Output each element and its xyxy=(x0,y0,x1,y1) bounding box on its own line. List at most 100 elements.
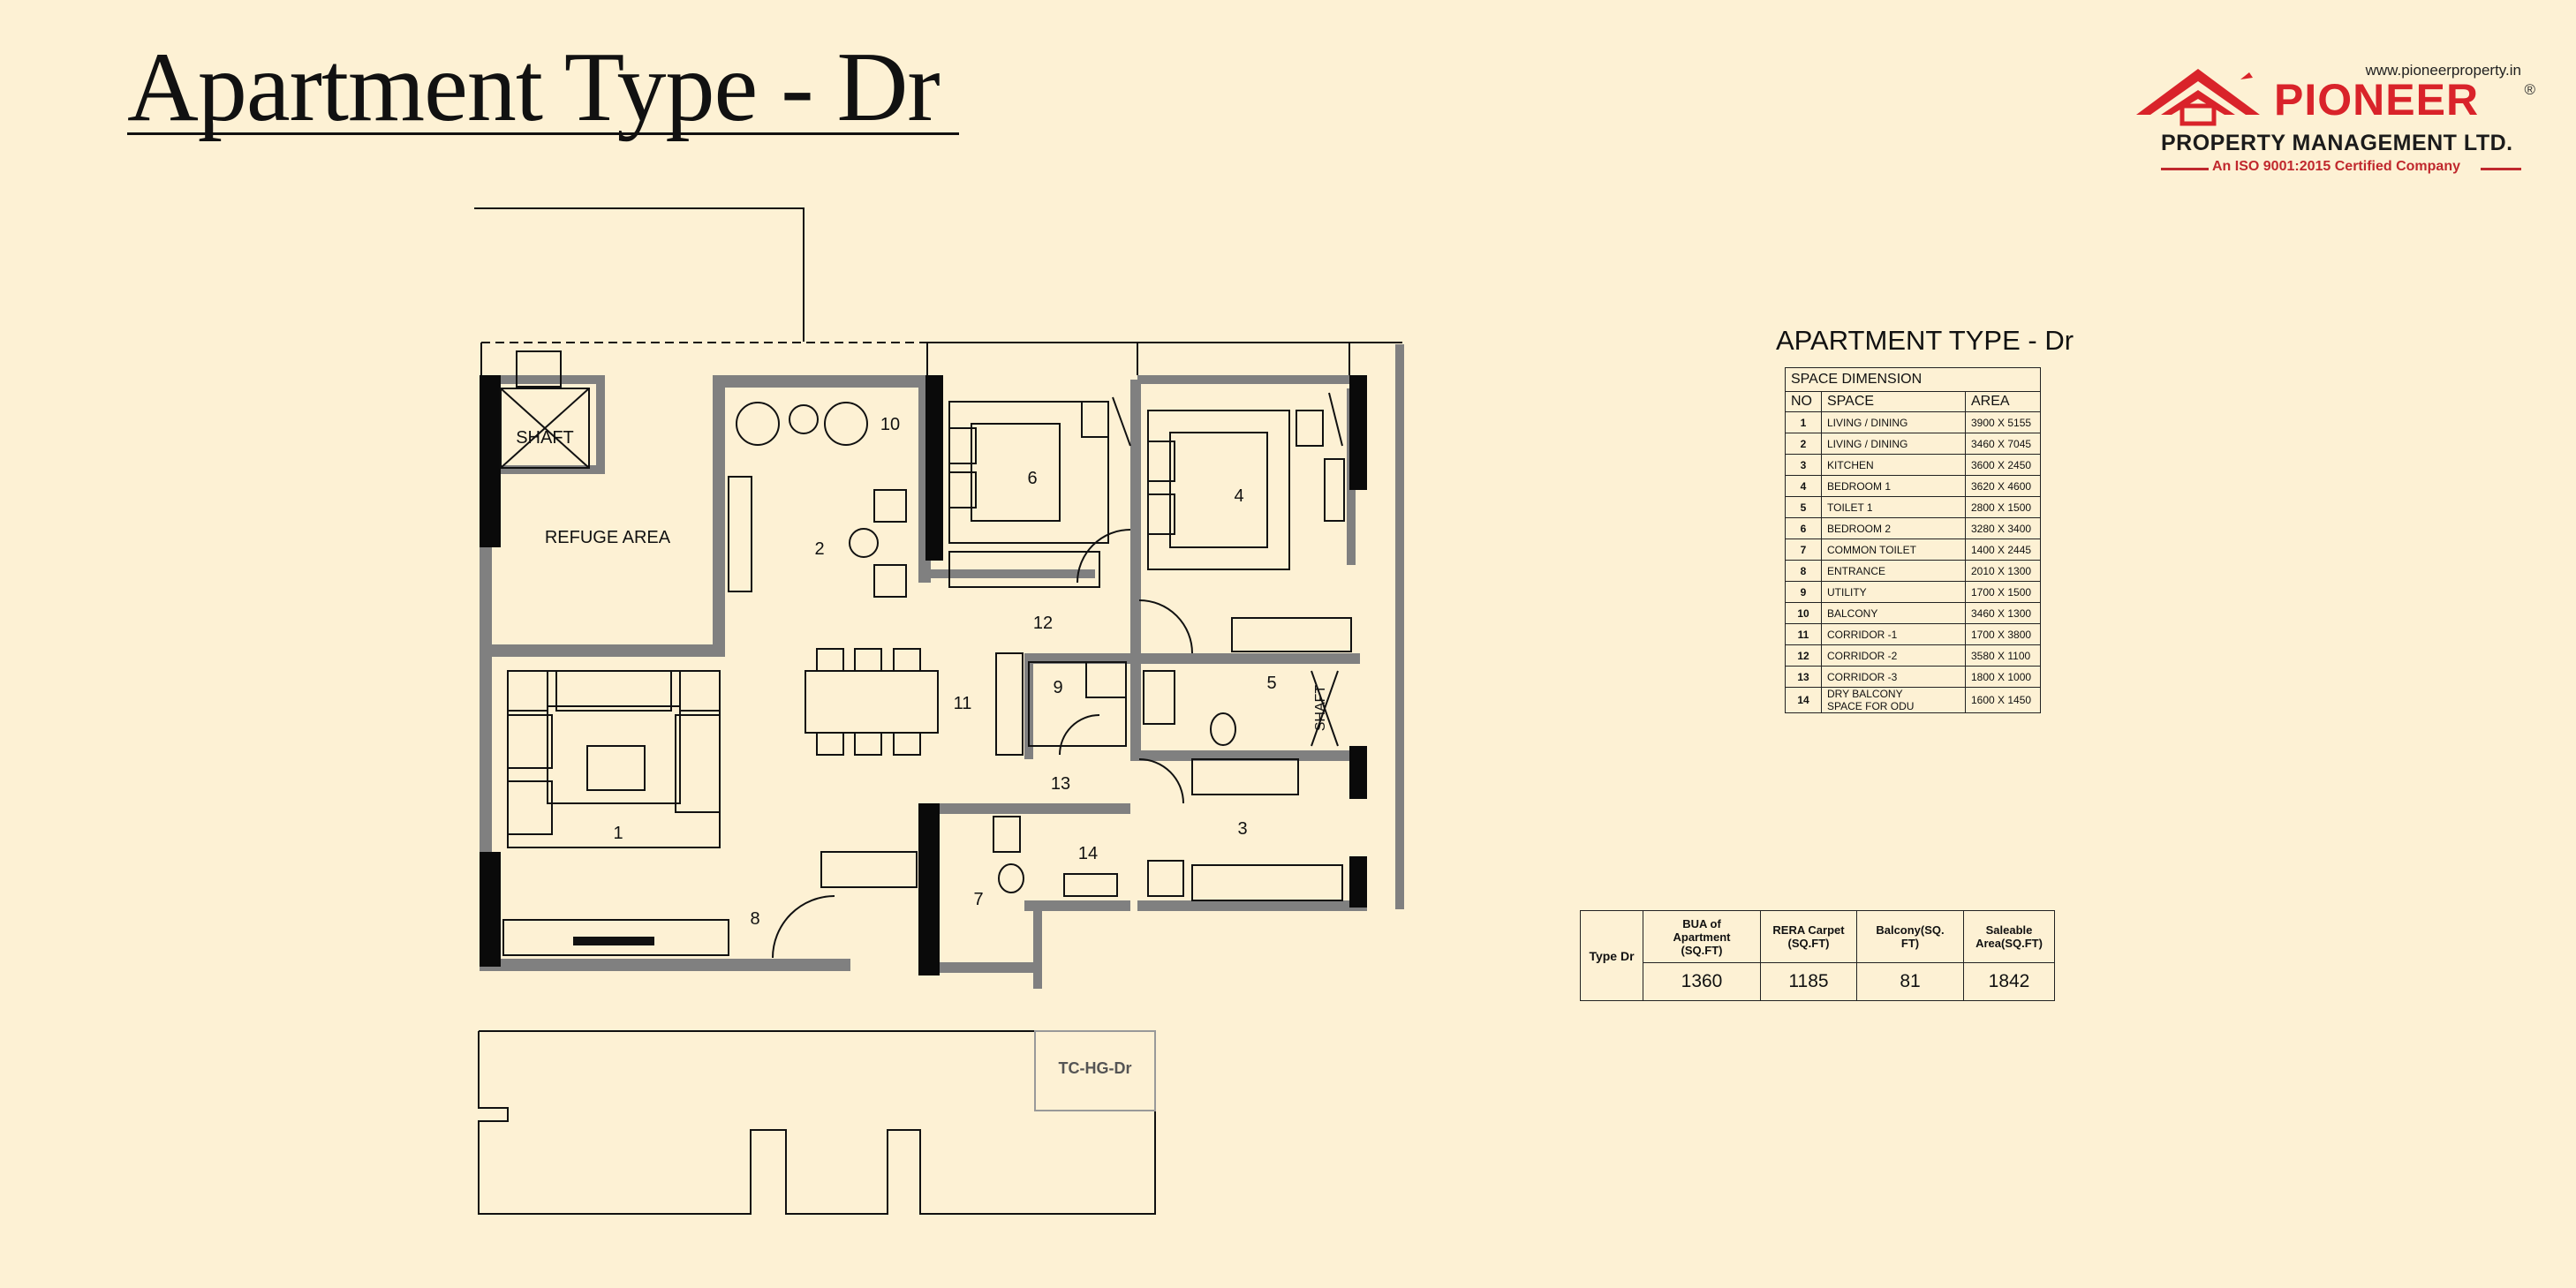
spec-row-no: 6 xyxy=(1785,517,1822,539)
spec-row-space: CORRIDOR -3 xyxy=(1821,666,1966,688)
spec-row-area: 3580 X 1100 xyxy=(1965,644,2041,667)
spec-row-area: 1700 X 3800 xyxy=(1965,623,2041,645)
floor-plan: SHAFT REFUGE AREA 1 2 3 4 5 6 7 8 9 10 1… xyxy=(474,207,1404,1215)
room-label-9: 9 xyxy=(1053,678,1062,697)
room-label-1: 1 xyxy=(613,824,623,843)
spec-row-no: 10 xyxy=(1785,602,1822,624)
spec-row-area: 3460 X 1300 xyxy=(1965,602,2041,624)
spec-row-area: 3600 X 2450 xyxy=(1965,454,2041,476)
spec-row-space: LIVING / DINING xyxy=(1821,411,1966,433)
spec-row-area: 1400 X 2445 xyxy=(1965,539,2041,561)
room-label-12: 12 xyxy=(1033,614,1053,633)
spec-row-space: TOILET 1 xyxy=(1821,496,1966,518)
spec-row-space: KITCHEN xyxy=(1821,454,1966,476)
room-label-7: 7 xyxy=(973,890,983,909)
room-label-5: 5 xyxy=(1266,674,1276,693)
spec-row-area: 3280 X 3400 xyxy=(1965,517,2041,539)
page-title: Apartment Type - Dr xyxy=(127,33,941,142)
room-label-8: 8 xyxy=(750,909,759,929)
iso-rule-left xyxy=(2161,168,2209,170)
room-label-6: 6 xyxy=(1027,469,1037,488)
spec-row-area: 3460 X 7045 xyxy=(1965,433,2041,455)
spec-header-area: AREA xyxy=(1965,391,2041,412)
title-underline xyxy=(127,132,959,135)
room-label-2: 2 xyxy=(814,539,824,559)
iso-rule-right xyxy=(2481,168,2521,170)
shaft-top-label: SHAFT xyxy=(516,428,574,448)
room-label-11: 11 xyxy=(954,694,972,713)
spec-row-space: LIVING / DINING xyxy=(1821,433,1966,455)
spec-header-no: NO xyxy=(1785,391,1822,412)
spec-row-area: 1700 X 1500 xyxy=(1965,581,2041,603)
balcony-header: Balcony(SQ.FT) xyxy=(1856,910,1964,963)
refuge-area-label: REFUGE AREA xyxy=(545,528,671,547)
spec-row-area: 2010 X 1300 xyxy=(1965,560,2041,582)
spec-row-no: 1 xyxy=(1785,411,1822,433)
spec-row-area: 3900 X 5155 xyxy=(1965,411,2041,433)
room-label-14: 14 xyxy=(1078,844,1098,863)
spec-row-area: 1600 X 1450 xyxy=(1965,687,2041,713)
spec-row-no: 3 xyxy=(1785,454,1822,476)
spec-row-space: CORRIDOR -2 xyxy=(1821,644,1966,667)
brand-name: PIONEER xyxy=(2274,75,2480,124)
spec-caption: SPACE DIMENSION xyxy=(1785,367,2041,392)
company-logo: www.pioneerproperty.in PIONEER ® PROPERT… xyxy=(2133,55,2539,187)
spec-row-no: 11 xyxy=(1785,623,1822,645)
room-label-10: 10 xyxy=(880,415,900,434)
balcony-value: 81 xyxy=(1856,962,1964,1001)
spec-row-no: 7 xyxy=(1785,539,1822,561)
room-label-3: 3 xyxy=(1237,819,1247,839)
spec-row-space: BEDROOM 2 xyxy=(1821,517,1966,539)
spec-row-no: 12 xyxy=(1785,644,1822,667)
spec-row-area: 3620 X 4600 xyxy=(1965,475,2041,497)
spec-title: APARTMENT TYPE - Dr xyxy=(1776,325,2074,356)
spec-row-no: 14 xyxy=(1785,687,1822,713)
spec-row-space: BEDROOM 1 xyxy=(1821,475,1966,497)
spec-row-no: 8 xyxy=(1785,560,1822,582)
spec-row-no: 13 xyxy=(1785,666,1822,688)
spec-row-space: ENTRANCE xyxy=(1821,560,1966,582)
spec-row-space: BALCONY xyxy=(1821,602,1966,624)
rera-header: RERA Carpet(SQ.FT) xyxy=(1760,910,1857,963)
website-url[interactable]: www.pioneerproperty.in xyxy=(2365,62,2521,79)
spec-row-area: 2800 X 1500 xyxy=(1965,496,2041,518)
key-plan-label: TC-HG-Dr xyxy=(1059,1059,1132,1077)
room-label-4: 4 xyxy=(1234,486,1243,506)
spec-row-no: 5 xyxy=(1785,496,1822,518)
area-type-label: Type Dr xyxy=(1580,910,1643,1001)
registered-mark: ® xyxy=(2524,81,2535,98)
spec-row-space: CORRIDOR -1 xyxy=(1821,623,1966,645)
saleable-value: 1842 xyxy=(1963,962,2055,1001)
house-roof-icon xyxy=(2136,69,2260,126)
spec-row-no: 2 xyxy=(1785,433,1822,455)
spec-row-no: 4 xyxy=(1785,475,1822,497)
shaft-right-label: SHAFT xyxy=(1313,685,1328,732)
rera-value: 1185 xyxy=(1760,962,1857,1001)
bua-value: 1360 xyxy=(1643,962,1761,1001)
spec-row-space: COMMON TOILET xyxy=(1821,539,1966,561)
spec-header-space: SPACE xyxy=(1821,391,1966,412)
spec-row-space: UTILITY xyxy=(1821,581,1966,603)
spec-row-no: 9 xyxy=(1785,581,1822,603)
iso-certification: An ISO 9001:2015 Certified Company xyxy=(2212,159,2460,174)
room-label-13: 13 xyxy=(1051,774,1070,794)
company-name: PROPERTY MANAGEMENT LTD. xyxy=(2161,131,2513,155)
